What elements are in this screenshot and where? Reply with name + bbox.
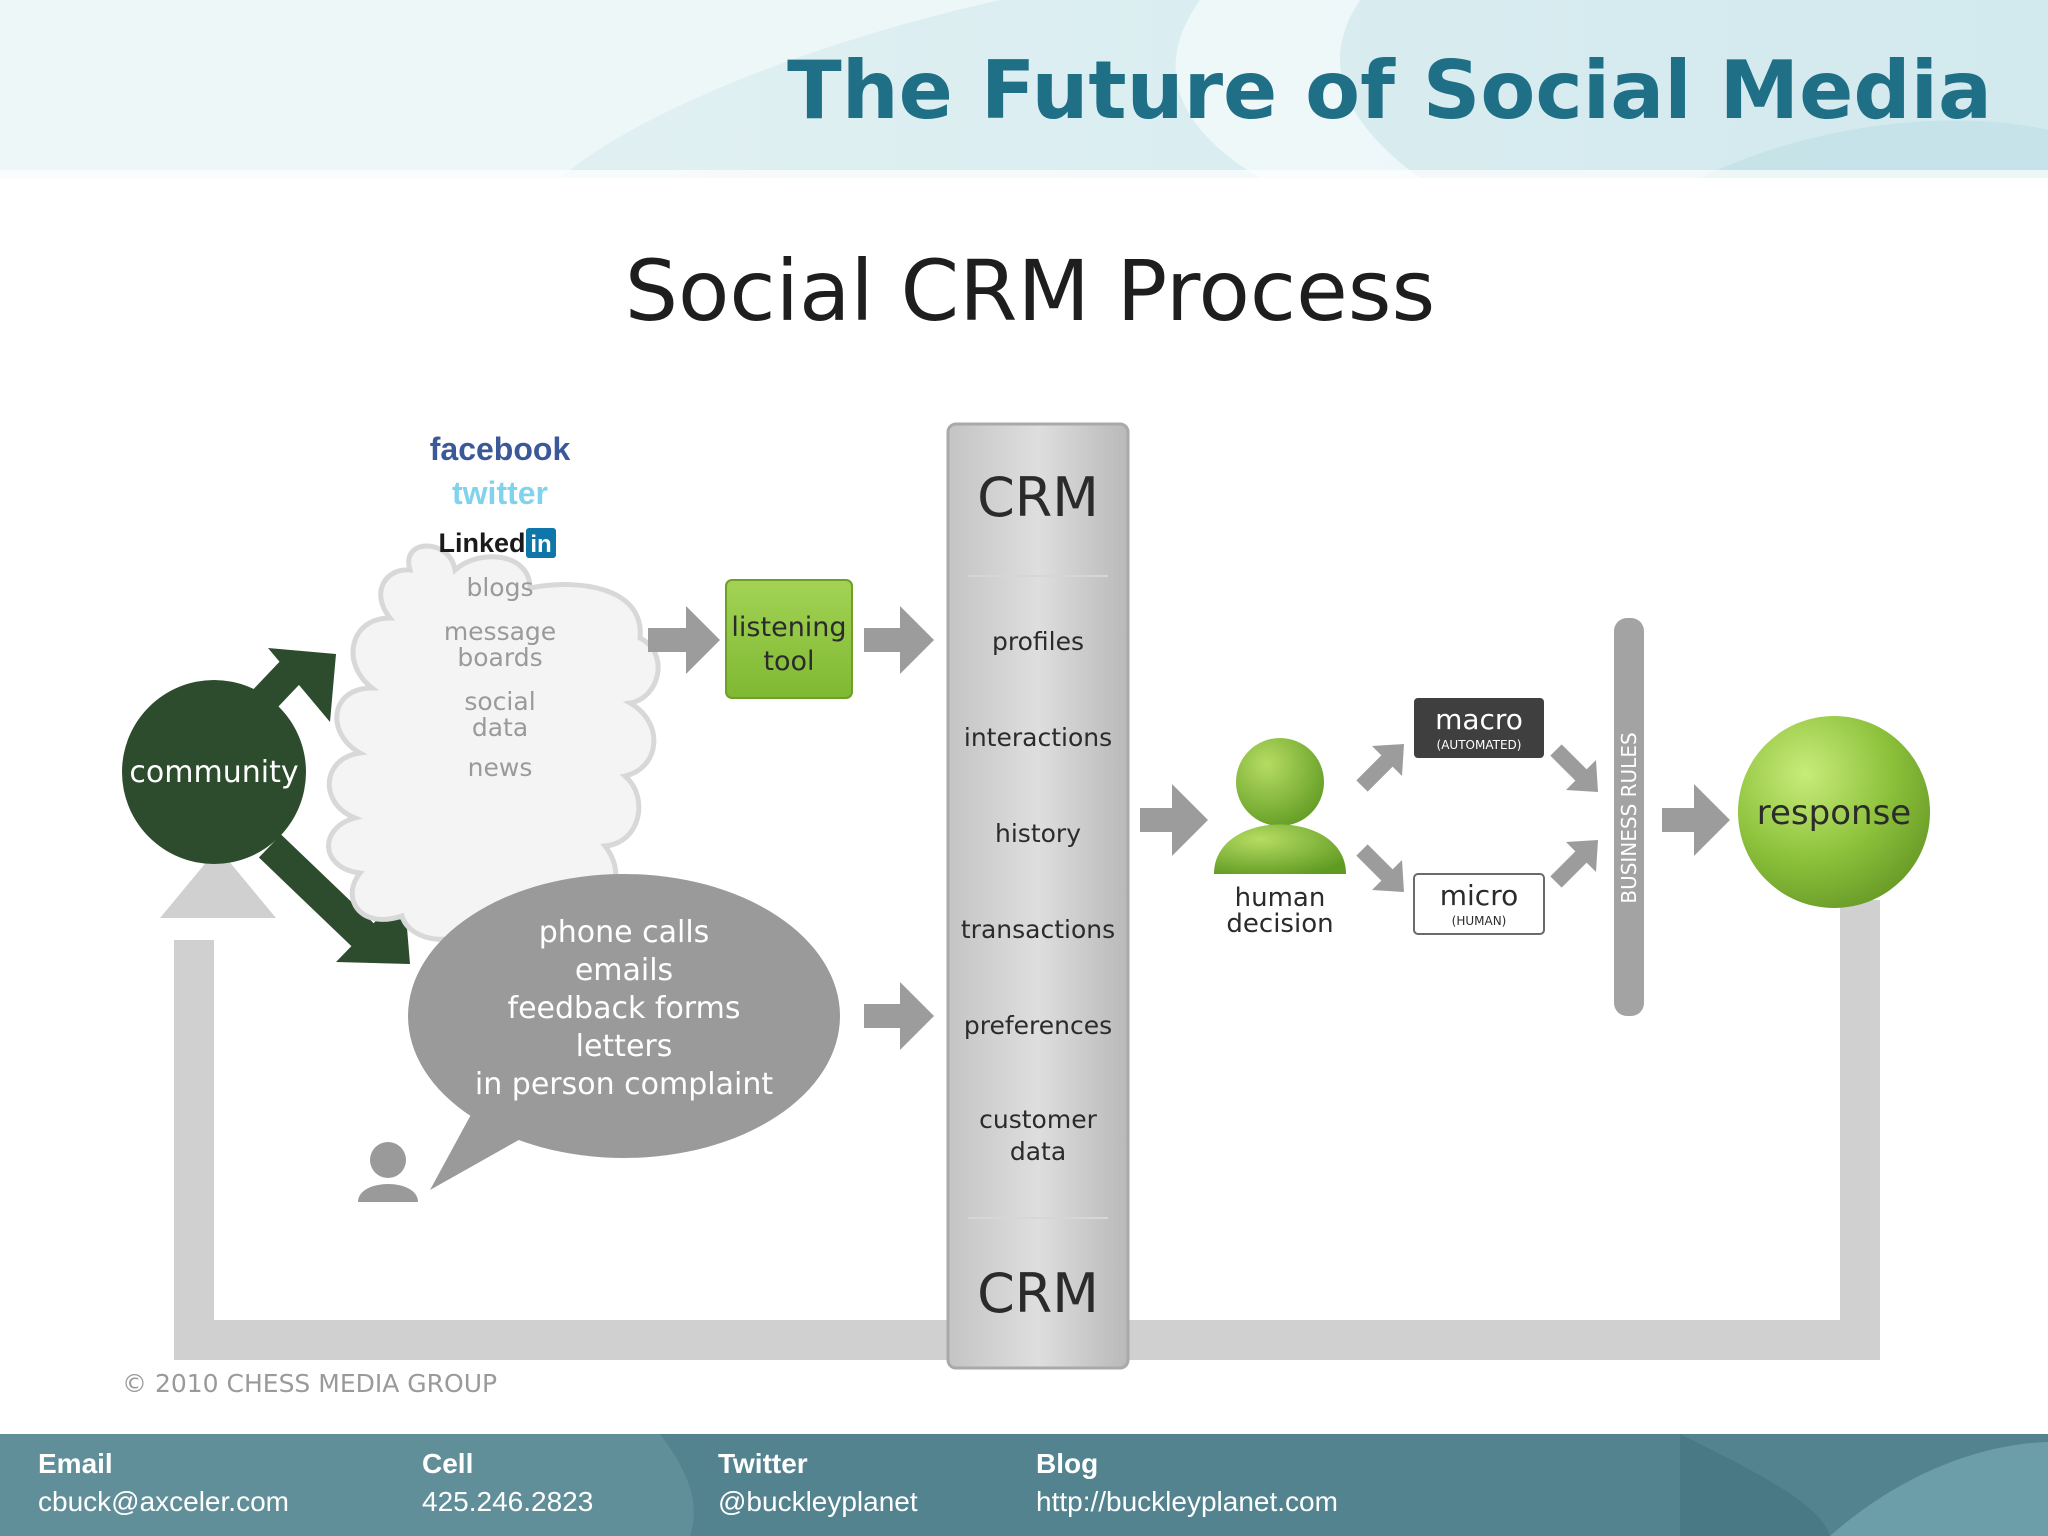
offline-letters: letters — [576, 1029, 673, 1064]
response-label: response — [1757, 793, 1911, 833]
micro-label: micro — [1440, 879, 1518, 912]
footer-email-value[interactable]: cbuck@axceler.com — [38, 1486, 289, 1517]
footer-cell-value: 425.246.2823 — [422, 1486, 594, 1517]
micro-sublabel: (HUMAN) — [1452, 914, 1507, 928]
macro-box: macro (AUTOMATED) — [1414, 698, 1544, 758]
arrow-macro-to-rules — [1550, 744, 1598, 792]
footer-blog: Blog http://buckleyplanet.com — [1036, 1446, 1338, 1522]
slide-header: The Future of Social Media — [0, 0, 2048, 178]
source-blogs: blogs — [466, 573, 533, 602]
svg-text:in: in — [530, 531, 551, 558]
arrow-human-to-macro — [1356, 744, 1404, 792]
human-decision-line1: human — [1235, 883, 1326, 913]
macro-label: macro — [1435, 703, 1523, 736]
slide-title: The Future of Social Media — [787, 44, 1992, 137]
arrow-rules-to-response — [1662, 784, 1730, 856]
crm-field-preferences: preferences — [964, 1011, 1112, 1040]
offline-emails: emails — [575, 953, 673, 988]
source-message-boards-line1: message — [444, 617, 556, 646]
listening-tool-label-line1: listening — [731, 612, 846, 643]
macro-sublabel: (AUTOMATED) — [1437, 738, 1522, 752]
arrow-crm-to-human — [1140, 784, 1208, 856]
footer-background — [0, 1434, 2048, 1536]
diagram-title: Social CRM Process — [625, 242, 1436, 340]
crm-column: CRM profiles interactions history transa… — [946, 422, 1130, 1370]
crm-field-interactions: interactions — [964, 723, 1112, 752]
human-decision-node: human decision — [1214, 738, 1346, 939]
response-node: response — [1738, 716, 1930, 908]
community-to-online-arrow — [251, 648, 336, 722]
footer-cell-label: Cell — [422, 1448, 474, 1479]
business-rules-label: BUSINESS RULES — [1617, 732, 1641, 903]
social-crm-diagram: Social CRM Process community facebook tw… — [122, 242, 1930, 1398]
crm-field-customer-data-line1: customer — [979, 1105, 1097, 1134]
offline-in-person-complaint: in person complaint — [475, 1067, 773, 1102]
crm-header: CRM — [977, 466, 1099, 529]
header-background — [0, 0, 2048, 178]
footer-blog-label: Blog — [1036, 1448, 1099, 1479]
svg-text:Linked: Linked — [438, 528, 525, 558]
footer-twitter-label: Twitter — [718, 1448, 808, 1479]
crm-field-profiles: profiles — [992, 627, 1084, 656]
business-rules-bar: BUSINESS RULES — [1614, 618, 1644, 1016]
arrow-listening-to-crm — [864, 606, 934, 674]
crm-field-transactions: transactions — [961, 915, 1115, 944]
community-node: community — [122, 680, 306, 864]
source-news: news — [468, 753, 533, 782]
offline-channels-bubble: phone calls emails feedback forms letter… — [408, 874, 840, 1190]
micro-box: micro (HUMAN) — [1413, 873, 1545, 935]
crm-field-customer-data-line2: data — [1010, 1137, 1066, 1166]
facebook-logo: facebook — [430, 431, 571, 467]
community-label: community — [129, 755, 298, 790]
arrow-offline-to-crm — [864, 982, 934, 1050]
social-sources-cloud: facebook twitter Linked in blogs message… — [326, 431, 661, 942]
source-social-data-line2: data — [472, 713, 528, 742]
footer-blog-value[interactable]: http://buckleyplanet.com — [1036, 1486, 1338, 1517]
arrow-to-listening-tool — [648, 606, 720, 674]
arrow-micro-to-rules — [1550, 840, 1598, 888]
twitter-logo: twitter — [452, 475, 548, 511]
footer-twitter: Twitter @buckleyplanet — [718, 1446, 918, 1522]
human-decision-line2: decision — [1226, 909, 1333, 939]
footer-twitter-value[interactable]: @buckleyplanet — [718, 1486, 918, 1517]
offline-phone-calls: phone calls — [539, 915, 710, 950]
footer-cell: Cell 425.246.2823 — [422, 1446, 593, 1522]
crm-footer: CRM — [977, 1262, 1099, 1325]
footer-email: Email cbuck@axceler.com — [38, 1446, 289, 1522]
source-message-boards-line2: boards — [457, 643, 542, 672]
arrow-human-to-micro — [1356, 844, 1404, 892]
crm-field-history: history — [995, 819, 1081, 848]
person-icon — [358, 1142, 418, 1202]
copyright: © 2010 CHESS MEDIA GROUP — [122, 1369, 497, 1398]
linkedin-logo: Linked in — [438, 528, 556, 558]
offline-feedback-forms: feedback forms — [508, 991, 741, 1026]
listening-tool-box: listening tool — [725, 579, 853, 699]
listening-tool-label-line2: tool — [763, 646, 814, 677]
footer-email-label: Email — [38, 1448, 113, 1479]
slide-footer: Email cbuck@axceler.com Cell 425.246.282… — [0, 1434, 2048, 1536]
source-social-data-line1: social — [464, 687, 535, 716]
